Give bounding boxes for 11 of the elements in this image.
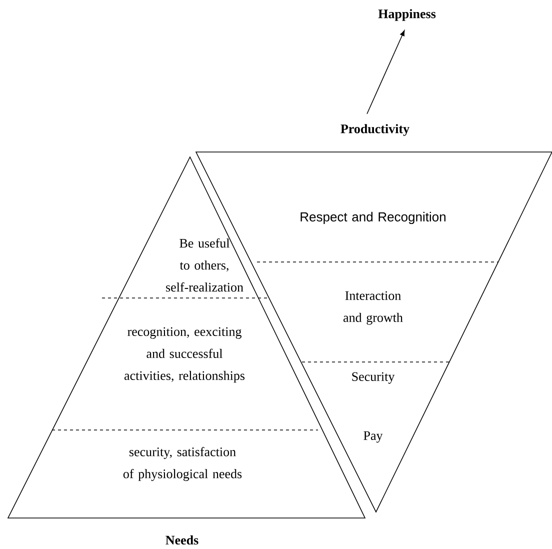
heading: Productivity [340, 124, 410, 136]
band-label: Security [352, 372, 395, 384]
heading: Happiness [378, 9, 436, 21]
band-label: Be useful to others, self-realization [166, 238, 244, 292]
band-label: Pay [364, 431, 383, 443]
band-label: recognition, eexciting and successful activities, relationships [124, 327, 245, 383]
band-label: Interaction and growth [344, 291, 403, 325]
band-label: security, satisfaction of physiological needs [123, 447, 242, 481]
band-label: Respect and Recognition [300, 212, 446, 224]
arrow [366, 30, 405, 114]
heading: Needs [166, 535, 198, 545]
